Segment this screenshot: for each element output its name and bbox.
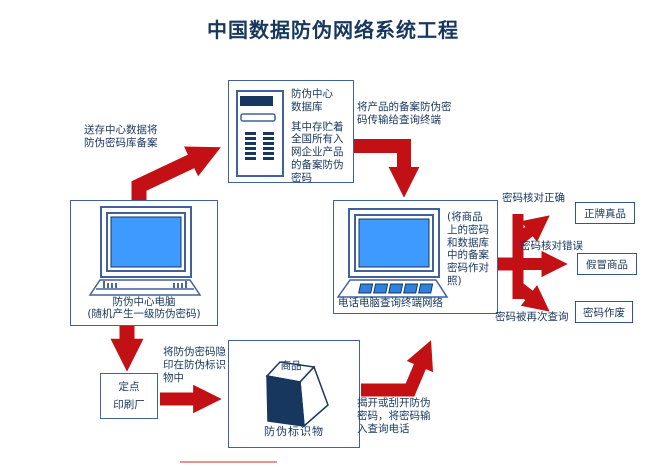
edge-label-hidden-print: 将防伪密码隐 印在防伪标识 物中 xyxy=(163,346,226,384)
edge-label-deposit: 送存中心数据将 防伪密码库备案 xyxy=(84,124,158,149)
query-terminal-note: (将商品 上的密码 和数据库 中的备案 密码作对 照) xyxy=(447,211,489,287)
product-cube-icon xyxy=(265,361,329,428)
arrow-product-to-terminal xyxy=(361,340,434,397)
result-box-invalid: 密码作废 xyxy=(575,301,633,323)
node-center-computer: 防伪中心电脑 (随机产生一级防伪密码) xyxy=(70,200,218,326)
edge-label-wrong: 密码核对错误 xyxy=(520,240,583,252)
result-fake-label: 假冒商品 xyxy=(586,258,628,271)
query-terminal-label: 电话电脑查询终端网络 xyxy=(338,297,443,309)
keyboard-keys-icon xyxy=(358,283,434,294)
result-box-genuine: 正牌真品 xyxy=(575,202,635,224)
product-cube-label: 商品 xyxy=(280,360,302,372)
result-invalid-label: 密码作废 xyxy=(583,306,625,319)
arrow-computer-to-database xyxy=(131,146,221,204)
node-anticounterfeit-database: 防伪中心 数据库 其中存贮着 全国所有入 网企业产品 的备案防伪 密码 xyxy=(228,80,354,185)
edge-label-transmit: 将产品的备案防伪密 码传输给查询终端 xyxy=(357,101,452,126)
desktop-computer-icon xyxy=(88,206,202,296)
arrow-database-to-terminal xyxy=(353,139,420,198)
database-description: 其中存贮着 全国所有入 网企业产品 的备案防伪 密码 xyxy=(291,120,344,184)
edge-label-scratch: 揭开或刮开防伪 密码，将密码输 入查询电话 xyxy=(357,397,431,435)
footer-divider xyxy=(180,461,277,463)
node-query-terminal: (将商品 上的密码 和数据库 中的备案 密码作对 照) 电话电脑查询终端网络 xyxy=(333,200,498,314)
database-text-block: 防伪中心 数据库 其中存贮着 全国所有入 网企业产品 的备案防伪 密码 xyxy=(291,88,353,185)
edge-label-correct: 密码核对正确 xyxy=(502,192,565,204)
node-print-factory: 定点 印刷厂 xyxy=(100,373,158,419)
node-product-label: 商品 防伪标识物 xyxy=(228,340,360,448)
page-title: 中国数据防伪网络系统工程 xyxy=(207,18,459,42)
product-label: 防伪标识物 xyxy=(264,425,324,438)
server-icon xyxy=(236,90,284,177)
print-factory-line2: 印刷厂 xyxy=(113,399,145,411)
print-factory-line1: 定点 xyxy=(118,380,140,393)
database-name: 防伪中心 数据库 xyxy=(291,88,333,113)
edge-label-requery: 密码被再次查询 xyxy=(495,311,569,323)
center-computer-label: 防伪中心电脑 (随机产生一级防伪密码) xyxy=(87,295,201,320)
arrow-to-invalid xyxy=(513,281,550,312)
result-genuine-label: 正牌真品 xyxy=(584,207,626,220)
result-box-fake: 假冒商品 xyxy=(577,253,637,275)
terminal-computer-icon xyxy=(337,208,449,298)
